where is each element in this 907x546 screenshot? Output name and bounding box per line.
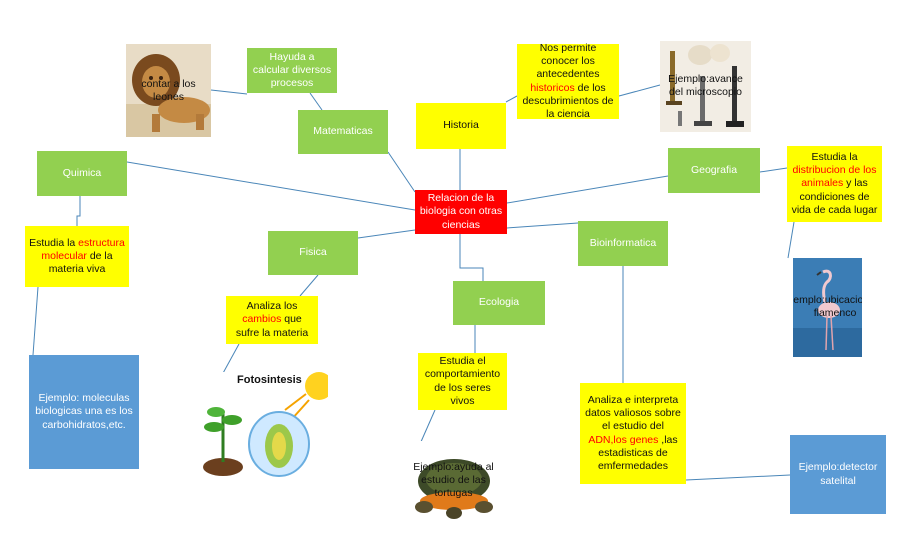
- bioinformatica-example: Ejemplo:detector satelital: [790, 435, 886, 514]
- geografia-node: Geografia: [668, 148, 760, 193]
- flamingo-caption: Ejemplo:ubicacion del flamenco: [793, 294, 862, 320]
- fisica-desc: Analiza los cambios que sufre la materia: [226, 296, 318, 344]
- lion-image: contar a los leones: [126, 44, 211, 137]
- link-ecologia-example: [419, 409, 436, 445]
- link-matematicas-example: [210, 89, 248, 95]
- historia-desc: Nos permite conocer los antecedentes his…: [517, 42, 619, 120]
- link-center-fisica: [357, 229, 416, 239]
- matematicas-desc: Hayuda a calcular diversos procesos: [247, 48, 337, 93]
- historia-node: Historia: [416, 103, 506, 149]
- link-center-quimica: [126, 161, 416, 211]
- link-fisica-desc: [299, 274, 319, 297]
- link-quimica-desc: [76, 196, 81, 226]
- microscope-image: Ejemplo:avance del microscopio: [660, 41, 751, 132]
- link-matematicas-desc: [309, 92, 323, 111]
- quimica-example: Ejemplo: moleculas biologicas una es los…: [29, 355, 139, 469]
- link-geografia-desc: [759, 167, 788, 173]
- bioinformatica-node: Bioinformatica: [578, 221, 668, 266]
- geografia-desc: Estudia la distribucion de los animales …: [787, 146, 882, 222]
- center-node: Relacion de la biologia con otras cienci…: [415, 190, 507, 234]
- quimica-node: Quimica: [37, 151, 127, 196]
- link-center-ecologia: [459, 234, 484, 281]
- matematicas-node: Matematicas: [298, 110, 388, 154]
- link-geografia-example: [787, 221, 795, 259]
- link-center-bioinformatica: [506, 222, 579, 229]
- ecologia-desc: Estudia el comportamiento de los seres v…: [418, 353, 507, 410]
- link-fisica-example: [221, 343, 240, 376]
- turtle-caption: Ejemplo:ayuda al estudio de las tortugas: [413, 461, 494, 500]
- bioinformatica-desc: Analiza e interpreta datos valiosos sobr…: [580, 383, 686, 484]
- photosynthesis-image: Fotosintesis: [201, 372, 328, 482]
- link-bio-example: [685, 474, 791, 481]
- photosynthesis-title: Fotosintesis: [237, 374, 302, 386]
- turtle-image: Ejemplo:ayuda al estudio de las tortugas: [410, 441, 497, 523]
- link-historia-desc: [505, 95, 518, 103]
- link-center-matematicas: [387, 151, 416, 193]
- ecologia-node: Ecologia: [453, 281, 545, 325]
- fisica-node: Fisica: [268, 231, 358, 275]
- link-quimica-example: [32, 286, 39, 356]
- lion-caption: contar a los leones: [141, 78, 196, 104]
- microscope-caption: Ejemplo:avance del microscopio: [668, 73, 743, 99]
- link-center-geografia: [506, 175, 669, 204]
- link-historia-example: [618, 84, 661, 97]
- flamingo-image: Ejemplo:ubicacion del flamenco: [793, 258, 862, 357]
- quimica-desc: Estudia la estructura molecular de la ma…: [25, 226, 129, 287]
